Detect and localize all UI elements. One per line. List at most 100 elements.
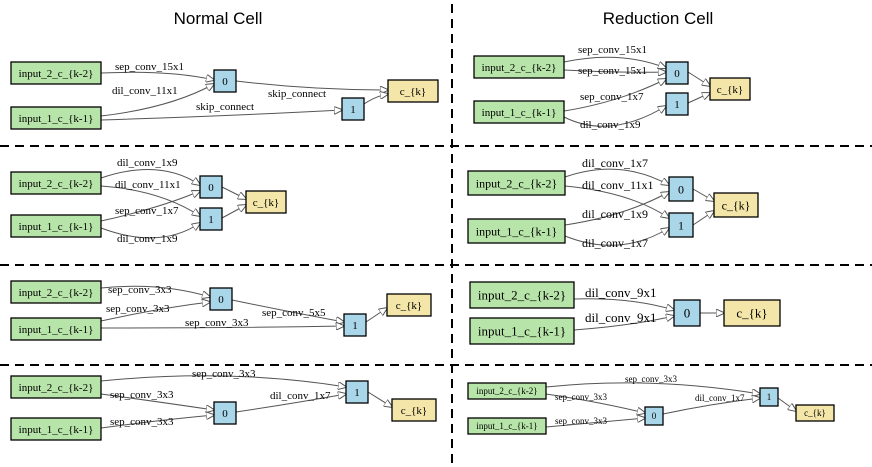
edge-n1-out xyxy=(367,391,392,407)
intermediate-node-0: 0 xyxy=(668,176,694,202)
intermediate-node-1: 1 xyxy=(341,97,365,121)
input-2-node: input_2_c_{k-2} xyxy=(10,375,102,399)
node-label: input_1_c_{k-1} xyxy=(19,424,94,436)
input-2-node: input_2_c_{k-2} xyxy=(10,61,102,85)
node-label: c_{k} xyxy=(722,198,751,212)
input-1-node: input_1_c_{k-1} xyxy=(467,417,547,435)
node-label: 0 xyxy=(222,408,228,420)
edge-n0-n1 xyxy=(231,299,344,322)
edge-label: sep_conv_5x5 xyxy=(262,307,326,319)
edge-label: sep_conv_3x3 xyxy=(555,392,607,402)
input-2-node: input_2_c_{k-2} xyxy=(10,280,102,304)
edge-label: sep_conv_15x1 xyxy=(578,65,647,77)
node-label: input_1_c_{k-1} xyxy=(19,221,94,233)
edge-in1-n0 xyxy=(573,316,674,331)
intermediate-node-0: 0 xyxy=(673,299,701,327)
input-2-node: input_2_c_{k-2} xyxy=(10,171,102,195)
node-label: input_2_c_{k-2} xyxy=(19,68,94,80)
output-node: c_{k} xyxy=(391,398,437,422)
edge-label: sep_conv_3x3 xyxy=(192,368,256,380)
node-label: input_2_c_{k-2} xyxy=(19,382,94,394)
intermediate-node-1: 1 xyxy=(759,387,779,407)
edge-in2-n0 xyxy=(563,70,666,72)
edge-in2-n0 xyxy=(100,169,200,185)
edge-in1-n0 xyxy=(545,418,645,428)
node-label: input_2_c_{k-2} xyxy=(476,176,558,190)
edge-in1-n0 xyxy=(563,79,666,112)
intermediate-node-0: 0 xyxy=(213,401,237,425)
node-label: 0 xyxy=(222,76,228,88)
edge-n1-out xyxy=(777,397,796,411)
cell-6: dil_conv_9x1dil_conv_9x1input_2_c_{k-2}i… xyxy=(469,281,781,345)
edge-in1-n1 xyxy=(563,106,666,127)
edge-in2-n1 xyxy=(564,185,669,218)
node-label: 1 xyxy=(208,214,214,226)
edge-n1-out xyxy=(363,94,388,105)
edge-in2-n0 xyxy=(100,393,214,410)
edge-label: skip_connect xyxy=(196,101,254,113)
intermediate-node-0: 0 xyxy=(209,287,233,311)
edge-label: sep_conv_3x3 xyxy=(108,284,172,296)
edge-label: skip_connect xyxy=(268,88,326,100)
node-label: 0 xyxy=(208,182,214,194)
intermediate-node-0: 0 xyxy=(665,61,689,85)
edge-label: dil_conv_1x7 xyxy=(695,393,745,403)
intermediate-node-1: 1 xyxy=(343,313,367,337)
output-node: c_{k} xyxy=(386,293,432,317)
node-label: input_2_c_{k-2} xyxy=(476,386,537,396)
edge-label: dil_conv_1x9 xyxy=(582,207,648,221)
input-2-node: input_2_c_{k-2} xyxy=(467,382,547,400)
input-1-node: input_1_c_{k-1} xyxy=(10,106,102,130)
node-label: c_{k} xyxy=(736,306,767,321)
output-node: c_{k} xyxy=(245,190,287,214)
edge-n1-out xyxy=(365,308,387,323)
edge-in2-n0 xyxy=(563,56,666,68)
edge-n1-out xyxy=(692,211,714,226)
node-label: input_1_c_{k-1} xyxy=(476,421,537,431)
intermediate-node-0: 0 xyxy=(213,69,237,93)
edge-n1-out xyxy=(687,93,710,104)
input-2-node: input_2_c_{k-2} xyxy=(469,281,575,309)
node-label: 0 xyxy=(684,306,691,321)
cell-2: sep_conv_15x1sep_conv_15x1sep_conv_1x7di… xyxy=(473,44,751,131)
edge-n1-out xyxy=(221,205,246,219)
edge-label: sep_conv_15x1 xyxy=(115,61,184,73)
reduction-cell-header: Reduction Cell xyxy=(603,9,714,28)
edge-label: dil_conv_11x1 xyxy=(115,179,181,191)
input-1-node: input_1_c_{k-1} xyxy=(467,218,566,244)
node-label: c_{k} xyxy=(717,84,743,96)
node-label: input_1_c_{k-1} xyxy=(478,324,566,339)
input-1-node: input_1_c_{k-1} xyxy=(473,100,565,124)
edge-in2-n0 xyxy=(573,298,674,310)
edge-label: dil_conv_9x1 xyxy=(585,310,657,325)
edge-label: dil_conv_11x1 xyxy=(582,178,654,192)
edge-n0-out xyxy=(692,188,714,201)
output-node: c_{k} xyxy=(709,77,751,101)
edge-in1-n1 xyxy=(100,110,342,121)
intermediate-node-1: 1 xyxy=(665,92,689,116)
node-label: input_2_c_{k-2} xyxy=(478,288,566,303)
edge-in1-n1 xyxy=(100,326,344,328)
cell-4: dil_conv_1x7dil_conv_11x1dil_conv_1x9dil… xyxy=(467,156,759,250)
edge-in2-n1 xyxy=(100,185,200,216)
edge-n0-out xyxy=(235,80,388,90)
edge-n0-out xyxy=(687,71,710,86)
edge-label: dil_conv_1x9 xyxy=(117,233,178,245)
node-label: c_{k} xyxy=(400,86,426,98)
output-node: c_{k} xyxy=(713,192,759,218)
edge-in1-n1 xyxy=(564,228,669,246)
cell-8: sep_conv_3x3sep_conv_3x3sep_conv_3x3dil_… xyxy=(467,374,835,435)
edge-label: dil_conv_1x7 xyxy=(582,156,648,170)
node-label: 0 xyxy=(652,411,657,421)
input-1-node: input_1_c_{k-1} xyxy=(10,417,102,441)
node-label: 1 xyxy=(678,218,684,232)
node-label: c_{k} xyxy=(253,197,279,209)
node-label: 1 xyxy=(354,387,360,399)
edge-label: dil_conv_1x7 xyxy=(582,236,648,250)
edge-label: sep_conv_3x3 xyxy=(110,416,174,428)
edge-in2-n0 xyxy=(100,71,214,80)
edge-label: dil_conv_1x9 xyxy=(580,119,641,131)
node-label: input_1_c_{k-1} xyxy=(19,113,94,125)
